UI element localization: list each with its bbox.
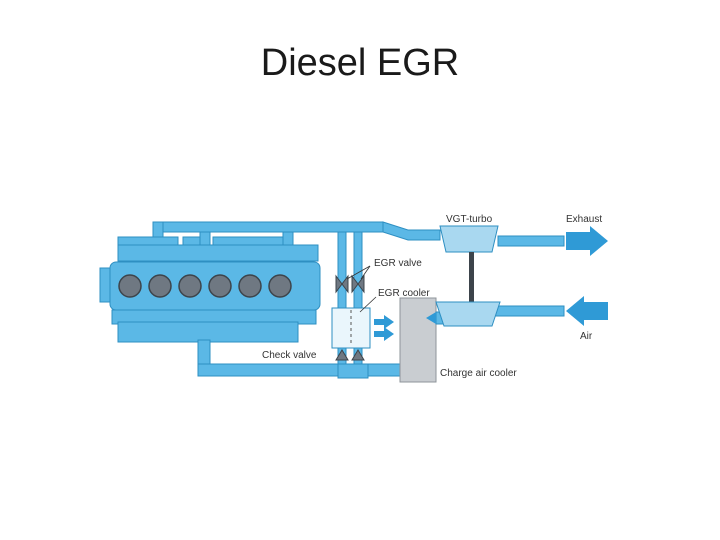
charge-air-cooler (399, 297, 437, 383)
label-vgt-turbo: VGT-turbo (446, 214, 493, 225)
cylinder-3 (178, 274, 202, 298)
egr-valve-icon (335, 274, 365, 294)
label-charge-air-cooler: Charge air cooler (440, 368, 517, 379)
label-exhaust: Exhaust (566, 214, 602, 225)
slide-title: Diesel EGR (260, 42, 460, 84)
engine-block (99, 261, 321, 311)
cylinder-4 (208, 274, 232, 298)
exhaust-manifold (117, 221, 441, 262)
check-valve-icon (335, 349, 365, 361)
label-check-valve: Check valve (262, 350, 317, 361)
label-air: Air (580, 331, 593, 342)
cylinder-5 (238, 274, 262, 298)
air-arrow-icon (566, 296, 608, 326)
cylinder-2 (148, 274, 172, 298)
cylinder-1 (118, 274, 142, 298)
label-egr-cooler: EGR cooler (378, 288, 430, 299)
coolant-arrow-icon (374, 315, 394, 341)
exhaust-arrow-icon (566, 226, 608, 256)
vgt-turbo (435, 225, 501, 327)
label-egr-valve: EGR valve (374, 258, 422, 269)
cylinder-6 (268, 274, 292, 298)
exhaust-duct (497, 235, 565, 247)
intake-flow-arrow-icon (426, 312, 436, 324)
